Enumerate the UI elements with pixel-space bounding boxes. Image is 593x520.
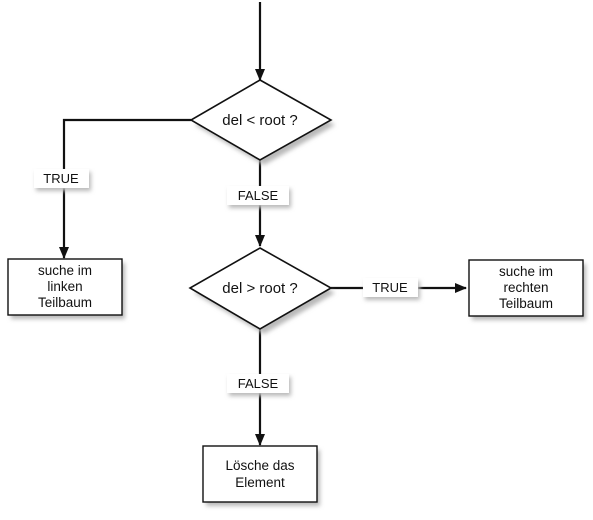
edge-label-first-false-text: FALSE (238, 188, 279, 203)
edge-label-first-false-box (227, 186, 289, 205)
action-left-line-2: linken (47, 279, 82, 294)
action-left-line-3: Teilbaum (38, 295, 92, 310)
edge-label-first-false: FALSE (227, 186, 291, 208)
edge-label-second-false: FALSE (227, 374, 291, 396)
action-right-line-3: Teilbaum (499, 296, 553, 311)
action-delete-line-1: Lösche das (225, 458, 294, 473)
action-right-line-2: rechten (503, 280, 548, 295)
action-delete-line-2: Element (235, 475, 285, 490)
edge-label-second-false-box (227, 374, 289, 393)
decision-first: del < root ? (189, 79, 335, 165)
action-left-line-1: suche im (38, 263, 92, 278)
decision-first-label: del < root ? (222, 112, 297, 129)
decision-second: del > root ? (188, 247, 335, 334)
action-left: suche im linken Teilbaum (7, 258, 125, 319)
edge-label-second-true-box (363, 278, 418, 297)
edge-label-first-true-text: TRUE (43, 171, 79, 186)
action-right-line-1: suche im (499, 264, 553, 279)
action-delete-box (202, 445, 318, 503)
decision-second-label: del > root ? (222, 280, 297, 297)
edge-label-second-true-text: TRUE (372, 280, 408, 295)
edge-label-second-false-text: FALSE (238, 376, 279, 391)
decision-second-diamond (188, 247, 333, 330)
first-true-connector (59, 118, 191, 259)
edge-label-first-true: TRUE (34, 169, 91, 191)
edge-label-first-true-box (34, 169, 89, 188)
action-right: suche im rechten Teilbaum (468, 259, 586, 320)
action-left-box (7, 258, 123, 316)
decision-first-diamond (189, 79, 333, 161)
edge-label-second-true: TRUE (363, 278, 420, 300)
action-right-box (468, 259, 584, 317)
action-delete: Lösche das Element (202, 445, 320, 506)
